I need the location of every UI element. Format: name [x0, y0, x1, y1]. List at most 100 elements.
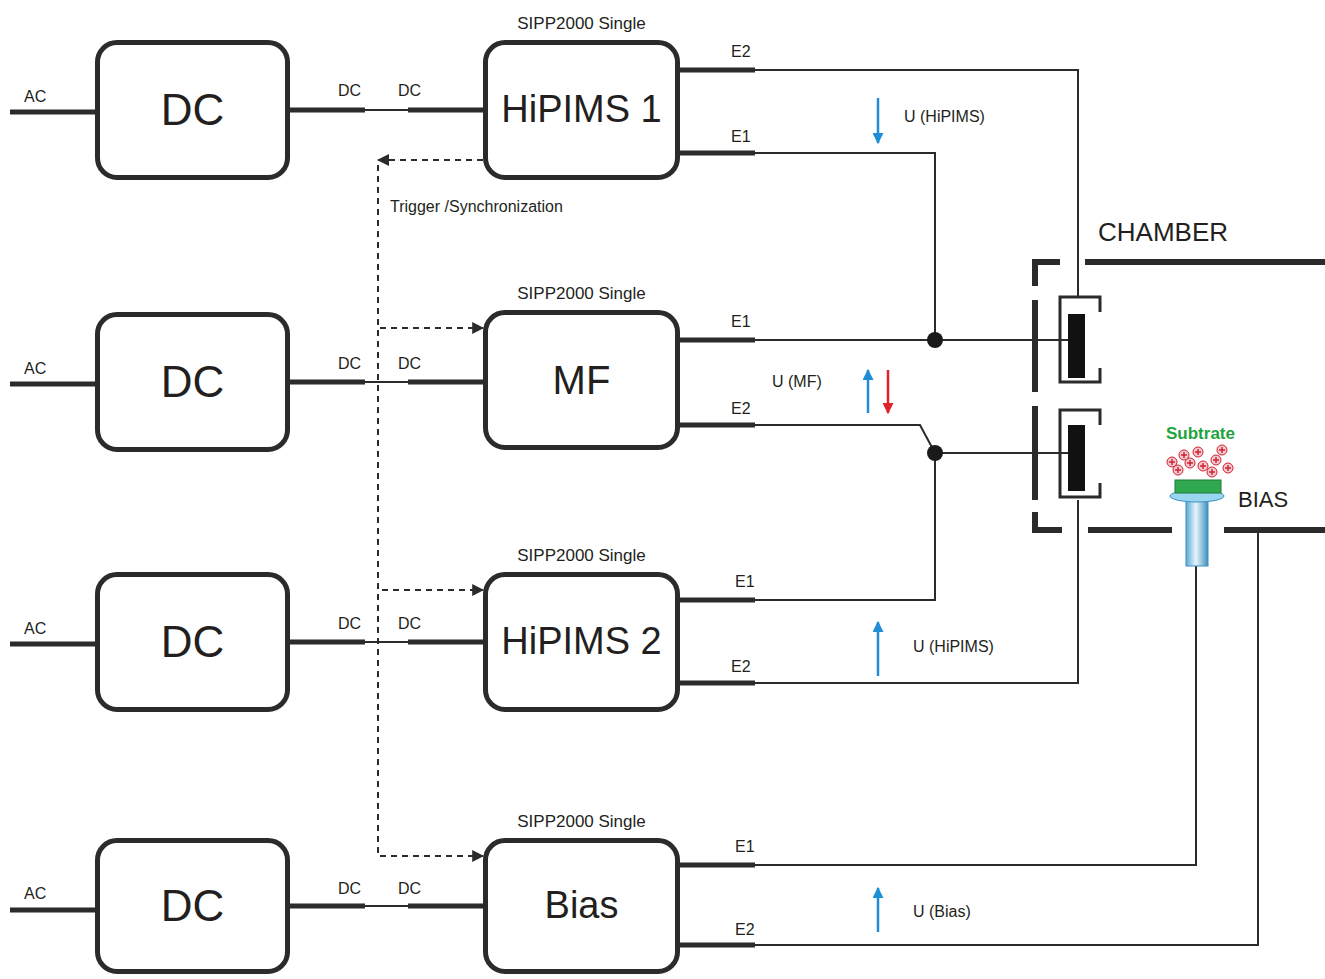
terminal	[680, 863, 755, 868]
ion	[1217, 445, 1227, 455]
label: U (HiPIMS)	[904, 108, 985, 126]
connector	[378, 160, 483, 328]
target	[1068, 425, 1085, 491]
target	[1068, 314, 1085, 378]
dc-terminal	[290, 640, 365, 645]
holder-shaft	[1186, 498, 1208, 566]
ion-sign	[1195, 449, 1201, 455]
dc-supply-box: DC	[95, 838, 290, 974]
chamber-wall	[1085, 259, 1325, 265]
box-label: HiPIMS 2	[501, 621, 661, 663]
label: DC	[338, 615, 361, 633]
wire	[755, 453, 935, 600]
ac-line	[10, 908, 95, 913]
dc-line	[290, 905, 483, 907]
ac-line	[10, 110, 95, 115]
connector	[290, 382, 483, 383]
voltage-arrow	[877, 98, 880, 143]
ac-line	[10, 642, 95, 647]
voltage-arrow	[887, 370, 890, 413]
chamber-wall	[1035, 262, 1325, 530]
ion-sign	[1181, 452, 1187, 458]
box-label: DC	[161, 882, 225, 930]
targets	[1060, 297, 1100, 497]
ion	[1198, 461, 1208, 471]
ac-input-lines	[10, 112, 95, 910]
label: AC	[24, 620, 46, 638]
unit-heading: SIPP2000 Single	[517, 15, 646, 34]
wires	[755, 70, 1258, 945]
dc-supply-box: DC	[95, 40, 290, 180]
ion	[1223, 463, 1233, 473]
label: DC	[398, 615, 421, 633]
junction-dot	[927, 445, 943, 461]
ion	[1207, 467, 1217, 477]
box-label: DC	[161, 618, 225, 666]
sync-line	[378, 160, 483, 590]
label: DC	[398, 880, 421, 898]
label: E1	[735, 838, 755, 856]
dc-terminal	[408, 380, 483, 385]
target-shield	[1060, 410, 1100, 497]
wire	[755, 339, 1070, 341]
edge-label: Trigger /Synchronization	[388, 198, 565, 216]
label: E2	[731, 400, 751, 418]
box-label: DC	[161, 86, 225, 134]
chamber-wall	[1035, 512, 1062, 530]
dc-supply-box: DC	[95, 572, 290, 712]
dc-line	[290, 109, 483, 111]
wire	[755, 531, 1258, 945]
label: DC	[398, 82, 421, 100]
label: U (MF)	[772, 373, 822, 391]
ion-sign	[1187, 460, 1193, 466]
label: AC	[24, 360, 46, 378]
connector	[290, 642, 483, 643]
junction-dot	[927, 332, 943, 348]
voltage-arrow	[867, 370, 870, 413]
voltage-arrow	[877, 622, 880, 676]
ion-sign	[1219, 447, 1225, 453]
label: DC	[398, 355, 421, 373]
ion-sign	[1175, 467, 1181, 473]
wire	[755, 153, 935, 340]
ion-sign	[1213, 457, 1219, 463]
label: CHAMBER	[1098, 218, 1228, 248]
wire	[755, 425, 1070, 453]
ac-line	[10, 382, 95, 387]
terminal	[680, 338, 755, 343]
chamber-wall	[1035, 262, 1060, 286]
label: E1	[731, 128, 751, 146]
label: DC	[338, 880, 361, 898]
dc-line	[290, 381, 483, 383]
voltage-arrows	[868, 98, 888, 932]
dc-terminal	[290, 380, 365, 385]
output-terminals	[680, 70, 755, 945]
dc-line	[290, 641, 483, 643]
ion-sign	[1209, 469, 1215, 475]
sync-line	[378, 160, 483, 328]
connector	[378, 160, 483, 856]
voltage-arrow	[877, 888, 880, 932]
substrate	[1175, 480, 1221, 493]
terminal	[680, 151, 755, 156]
ion	[1167, 457, 1177, 467]
label: BIAS	[1238, 487, 1288, 512]
label: DC	[338, 82, 361, 100]
ion	[1211, 455, 1221, 465]
power-supply-box: SIPP2000 SingleMF	[483, 310, 680, 450]
label: Subtrate	[1166, 424, 1235, 444]
dc-supply-box: DC	[95, 312, 290, 452]
label: E2	[735, 921, 755, 939]
power-supply-box: SIPP2000 SingleHiPIMS 1	[483, 40, 680, 180]
label: E1	[735, 573, 755, 591]
target-shield	[1060, 297, 1100, 382]
terminal	[680, 681, 755, 686]
dc-terminal	[290, 108, 365, 113]
label: E2	[731, 658, 751, 676]
box-label: DC	[161, 358, 225, 406]
box-label: MF	[553, 358, 611, 402]
dc-terminal	[408, 108, 483, 113]
label: U (HiPIMS)	[913, 638, 994, 656]
ion	[1179, 450, 1189, 460]
wire	[755, 500, 1078, 683]
